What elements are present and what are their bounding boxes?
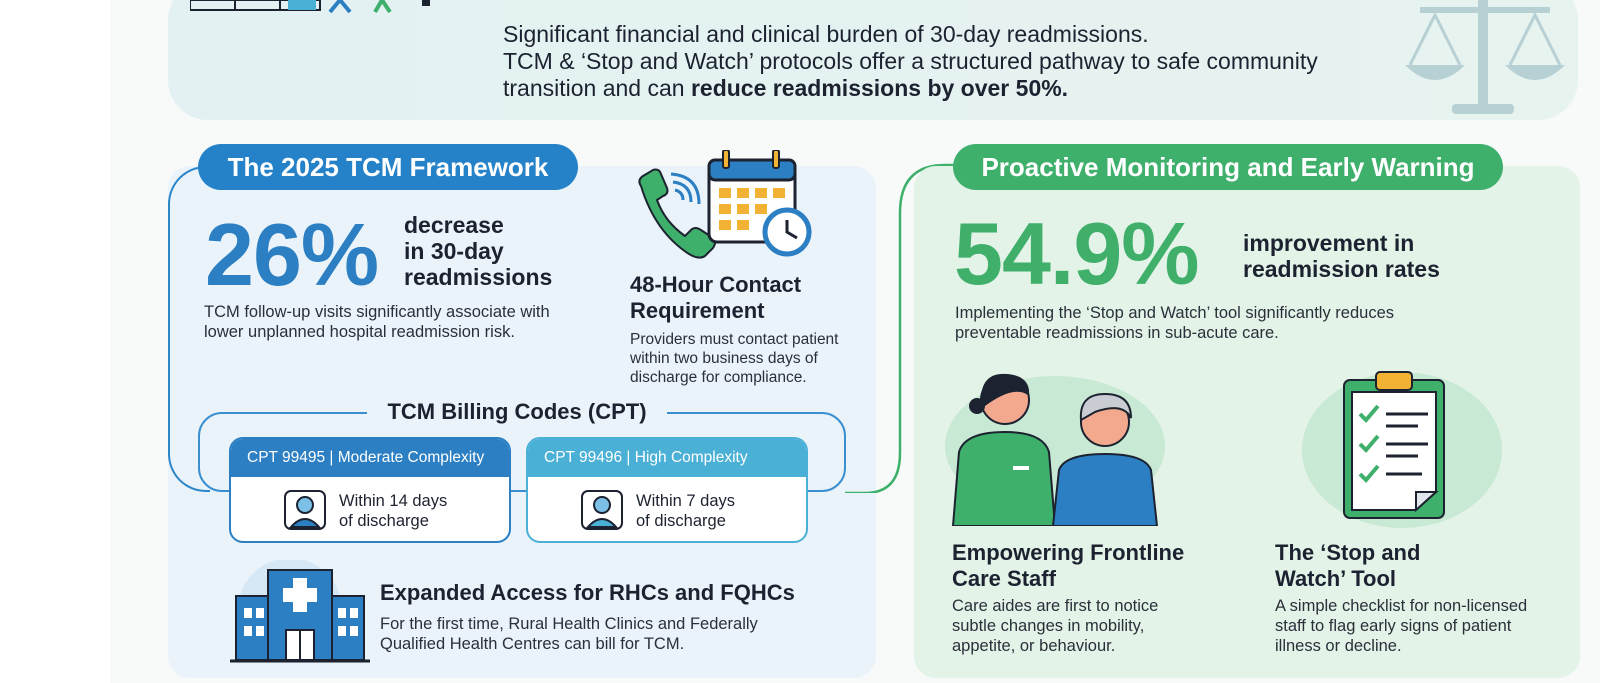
cpt-card-body: Within 14 days of discharge [231,477,509,541]
banner-line-1: Significant financial and clinical burde… [503,21,1149,47]
people-illustration-icon [190,0,430,14]
monitoring-stat-label: improvement in readmission rates [1243,230,1440,282]
stop-watch-tool-title: The ‘Stop and Watch’ Tool [1275,540,1420,592]
cpt-card-body: Within 7 days of discharge [528,477,806,541]
tcm-stat-label-1: decrease [404,212,504,238]
tcm-stat-value: 26% [205,205,379,304]
cpt-card-99496: CPT 99496 | High Complexity Within 7 day… [526,437,808,543]
banner-line-3-bold: reduce readmissions by over 50%. [690,75,1069,101]
cpt-card-text: Within 7 days of discharge [636,491,735,531]
monitoring-stat-value: 54.9% [954,204,1200,303]
contact-requirement-title: 48-Hour Contact Requirement [630,272,801,324]
access-desc-1: For the first time, Rural Health Clinics… [380,615,758,633]
monitoring-stat-label-1: improvement in [1243,230,1415,256]
contact-desc-2: within two business days of [630,350,818,367]
monitoring-stat-description: Implementing the ‘Stop and Watch’ tool s… [955,303,1394,343]
tool-desc-2: staff to flag early signs of patient [1275,617,1512,635]
tcm-stat-desc-1: TCM follow-up visits significantly assoc… [204,303,550,321]
cpt-card-text: Within 14 days of discharge [339,491,447,531]
staff-desc-3: appetite, or behaviour. [952,637,1116,655]
tcm-stat-label-3: readmissions [404,264,553,290]
contact-title-1: 48-Hour Contact [630,272,802,297]
patient-badge-icon [581,490,623,530]
tool-desc-3: illness or decline. [1275,637,1402,655]
cpt-card-line-1: Within 14 days [339,492,448,510]
monitoring-stat-desc-2: preventable readmissions in sub-acute ca… [955,324,1279,342]
frontline-staff-description: Care aides are first to notice subtle ch… [952,596,1158,656]
expanded-access-description: For the first time, Rural Health Clinics… [380,614,758,654]
banner-text: Significant financial and clinical burde… [503,21,1318,102]
stop-watch-tool-description: A simple checklist for non-licensed staf… [1275,596,1527,656]
cpt-card-line-2: of discharge [636,512,726,530]
contact-requirement-description: Providers must contact patient within tw… [630,330,839,387]
cpt-card-99495: CPT 99495 | Moderate Complexity Within 1… [229,437,511,543]
tool-desc-1: A simple checklist for non-licensed [1275,597,1528,615]
banner-line-3-plain: transition and can [503,75,691,101]
banner-line-2: TCM & ‘Stop and Watch’ protocols offer a… [503,48,1318,74]
contact-desc-1: Providers must contact patient [630,331,839,348]
staff-desc-1: Care aides are first to notice [952,597,1159,615]
staff-title-2: Care Staff [952,566,1056,591]
monitoring-title: Proactive Monitoring and Early Warning [953,144,1503,190]
monitoring-stat-desc-1: Implementing the ‘Stop and Watch’ tool s… [955,304,1395,322]
access-desc-2: Qualified Health Centres can bill for TC… [380,635,685,653]
contact-title-2: Requirement [630,298,765,323]
tcm-stat-description: TCM follow-up visits significantly assoc… [204,302,550,342]
billing-codes-title: TCM Billing Codes (CPT) [387,399,647,424]
nurse-patient-icon [945,373,1165,526]
staff-desc-2: subtle changes in mobility, [952,617,1145,635]
tcm-stat-label-2: in 30-day [404,238,504,264]
calendar-clock-icon [638,150,812,259]
scales-icon [1405,0,1565,114]
phone-icon [638,168,716,259]
tool-title-2: Watch’ Tool [1275,566,1396,591]
patient-badge-icon [284,490,326,530]
summary-banner [168,0,1578,120]
staff-title-1: Empowering Frontline [952,540,1185,565]
expanded-access-title: Expanded Access for RHCs and FQHCs [380,580,795,605]
cpt-card-header: CPT 99496 | High Complexity [528,439,806,477]
tcm-stat-desc-2: lower unplanned hospital readmission ris… [204,323,515,341]
hospital-building-icon [230,560,370,663]
cpt-card-line-1: Within 7 days [636,492,736,510]
cpt-card-line-2: of discharge [339,512,429,530]
contact-desc-3: discharge for compliance. [630,369,807,386]
monitoring-stat-label-2: readmission rates [1243,256,1440,282]
billing-title-mask [367,398,667,426]
left-margin [0,0,110,683]
cpt-card-header: CPT 99495 | Moderate Complexity [231,439,509,477]
tcm-framework-title: The 2025 TCM Framework [198,144,578,190]
clipboard-checklist-icon [1302,371,1502,528]
frontline-staff-title: Empowering Frontline Care Staff [952,540,1184,592]
banner-line-3: transition and can reduce readmissions b… [503,75,1318,102]
tcm-stat-label: decrease in 30-day readmissions [404,212,552,290]
tool-title-1: The ‘Stop and [1275,540,1421,565]
